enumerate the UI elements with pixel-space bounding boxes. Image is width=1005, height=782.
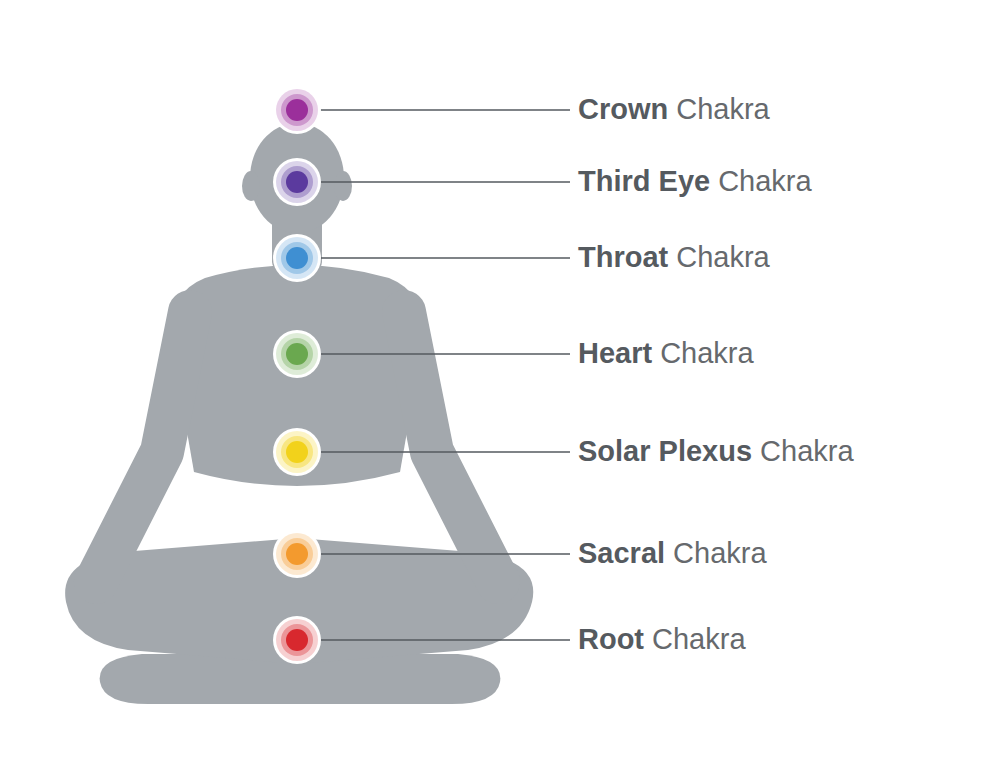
chakra-dots bbox=[273, 86, 321, 664]
chakra-label: Third EyeChakra bbox=[578, 164, 812, 198]
chakra-name: Throat bbox=[578, 240, 668, 274]
chakra-word: Chakra bbox=[676, 240, 770, 274]
chakra-word: Chakra bbox=[673, 536, 767, 570]
leader-lines bbox=[320, 110, 570, 640]
chakra-label: RootChakra bbox=[578, 622, 746, 656]
chakra-name: Solar Plexus bbox=[578, 434, 752, 468]
chakra-word: Chakra bbox=[760, 434, 854, 468]
chakra-name: Third Eye bbox=[578, 164, 710, 198]
chakra-label: SacralChakra bbox=[578, 536, 767, 570]
chakra-name: Root bbox=[578, 622, 644, 656]
chakra-label: CrownChakra bbox=[578, 92, 770, 126]
chakra-word: Chakra bbox=[676, 92, 770, 126]
chakra-label: HeartChakra bbox=[578, 336, 754, 370]
chakra-label: Solar PlexusChakra bbox=[578, 434, 854, 468]
chakra-word: Chakra bbox=[652, 622, 746, 656]
chakra-word: Chakra bbox=[660, 336, 754, 370]
chakra-name: Sacral bbox=[578, 536, 665, 570]
chakra-name: Heart bbox=[578, 336, 652, 370]
chakra-word: Chakra bbox=[718, 164, 812, 198]
chakra-name: Crown bbox=[578, 92, 668, 126]
silhouette bbox=[65, 123, 533, 704]
chakra-label: ThroatChakra bbox=[578, 240, 770, 274]
arms bbox=[96, 312, 498, 582]
